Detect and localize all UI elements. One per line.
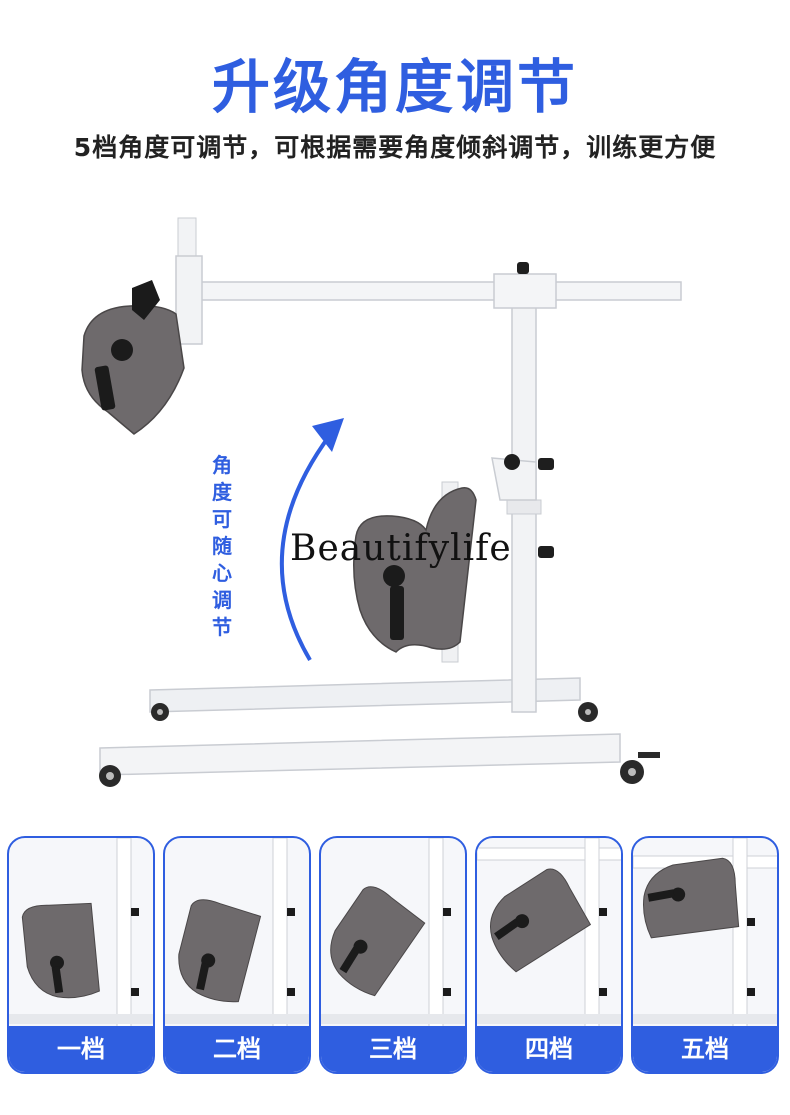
horizontal-arm	[194, 273, 682, 309]
pedal-device	[178, 899, 262, 1003]
page-subtitle: 5档角度可调节，可根据需要角度倾斜调节，训练更方便	[73, 133, 717, 162]
page-title: 升级角度调节	[211, 53, 578, 121]
gear-card-5: 五档	[631, 836, 779, 1074]
gear-card-4: 四档	[475, 836, 623, 1074]
top-mount-bracket	[175, 217, 203, 345]
vertical-column	[506, 291, 542, 713]
caster-wheel-icon	[151, 703, 169, 721]
pedal-device	[489, 868, 592, 973]
gear-card-3: 三档	[319, 836, 467, 1074]
angle-caption: 角 度 可 随 心 调 节	[212, 453, 232, 639]
pedal-device	[643, 857, 740, 939]
raised-pedal-device	[81, 280, 185, 435]
gear-label: 四档	[477, 1026, 621, 1072]
caster-wheel-icon	[99, 765, 121, 787]
gear-4-illustration	[477, 838, 621, 1029]
caster-wheel-icon	[578, 702, 598, 722]
adjust-knob-icon	[538, 546, 554, 558]
pedal-device	[330, 886, 426, 997]
gear-label: 一档	[9, 1026, 153, 1072]
gear-label: 二档	[165, 1026, 309, 1072]
gear-label: 五档	[633, 1026, 777, 1072]
gear-card-1: 一档	[7, 836, 155, 1074]
adjust-knob-icon	[504, 454, 520, 470]
angle-arrow-icon	[279, 418, 344, 662]
gear-1-illustration	[9, 838, 153, 1029]
front-base-bar	[99, 733, 621, 776]
caster-wheel-icon	[620, 752, 660, 784]
adjust-knob-icon	[517, 262, 529, 274]
rear-base-bar	[149, 677, 581, 713]
gear-levels: 一档 二档 三档	[0, 830, 790, 1080]
main-product-illustration	[81, 217, 682, 787]
gear-label: 三档	[321, 1026, 465, 1072]
gear-card-2: 二档	[163, 836, 311, 1074]
pedal-device	[21, 902, 100, 999]
gear-5-illustration	[633, 838, 777, 1029]
gear-3-illustration	[321, 838, 465, 1029]
adjust-knob-icon	[538, 458, 554, 470]
lower-pedal-device	[353, 487, 477, 653]
gear-2-illustration	[165, 838, 309, 1029]
brand-watermark: Beautifylife	[290, 528, 512, 569]
